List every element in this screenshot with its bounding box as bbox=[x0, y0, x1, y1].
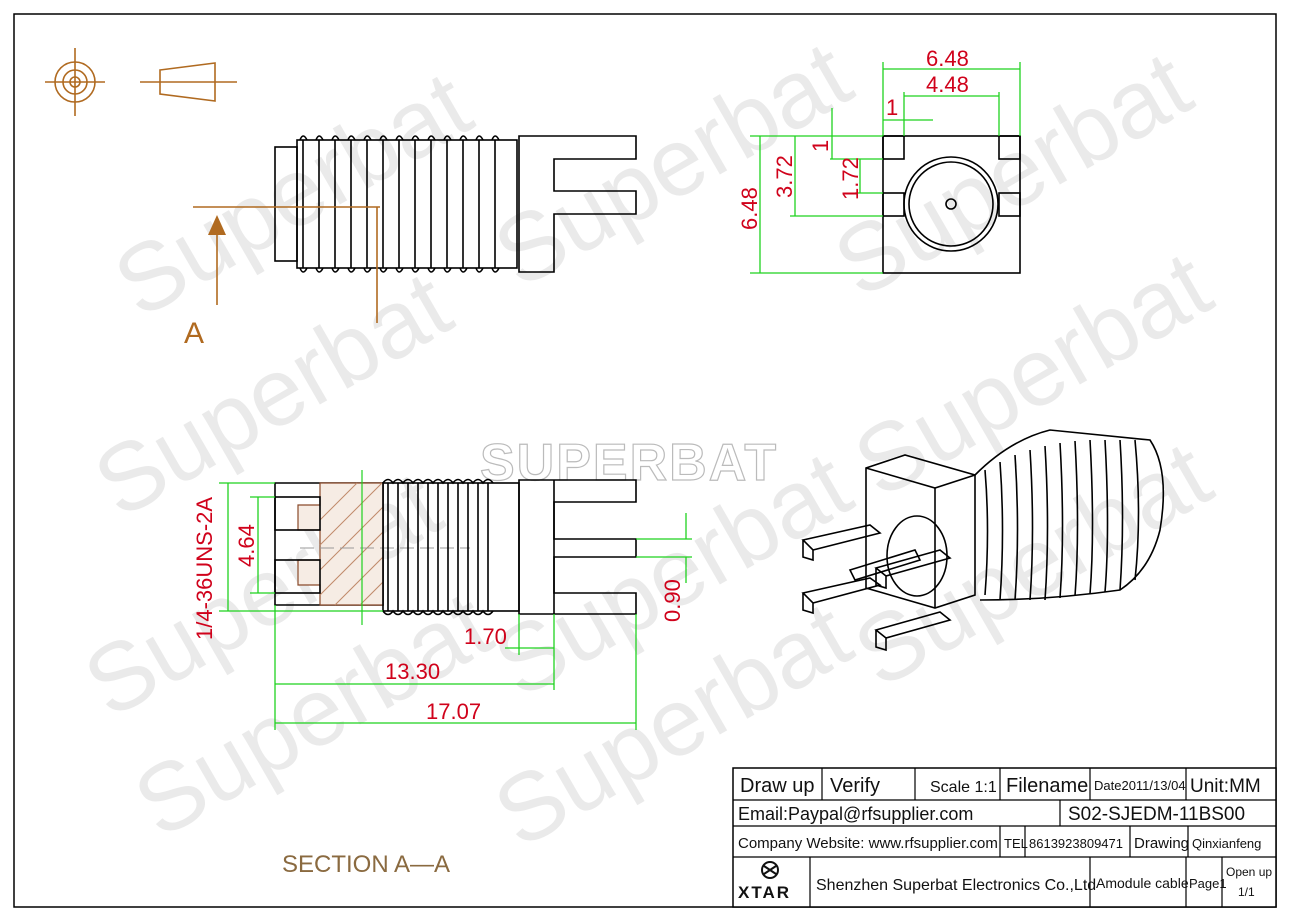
sheet-border bbox=[13, 13, 1277, 908]
dim-body: 13.30 bbox=[385, 659, 440, 684]
side-view: A bbox=[184, 135, 637, 350]
isometric-view bbox=[801, 429, 1165, 652]
section-marker: A bbox=[184, 317, 204, 350]
section-view: 1/4-36UNS-2A 4.64 0.90 1.70 13.30 17.07 … bbox=[192, 470, 692, 878]
tb-date: Date2011/13/04 bbox=[1094, 778, 1186, 793]
dim-pad: 1 bbox=[886, 95, 898, 120]
title-block: Draw up Verify Scale 1:1 Filename Date20… bbox=[732, 767, 1277, 908]
tb-product: Amodule cable bbox=[1096, 875, 1189, 891]
dim-h2: 3.72 bbox=[772, 155, 797, 198]
tb-email: Email:Paypal@rfsupplier.com bbox=[738, 804, 973, 824]
dim-h4: 1.72 bbox=[838, 157, 863, 200]
dim-bore: 4.64 bbox=[234, 524, 259, 567]
tb-tel-label: TEL bbox=[1004, 836, 1028, 851]
dim-flange: 1.70 bbox=[464, 624, 507, 649]
dim-width-inner: 4.48 bbox=[926, 72, 969, 97]
dim-width-outer: 6.48 bbox=[926, 46, 969, 71]
tb-draw-up: Draw up bbox=[740, 775, 814, 797]
tb-website: Company Website: www.rfsupplier.com bbox=[738, 835, 998, 852]
watermark-superbat: SUPERBAT bbox=[480, 434, 778, 492]
dim-total: 17.07 bbox=[426, 699, 481, 724]
tb-unit: Unit:MM bbox=[1190, 776, 1261, 797]
end-view: 6.48 4.48 1 6.48 3.72 1 1.72 bbox=[737, 46, 1021, 274]
tb-scale: Scale 1:1 bbox=[930, 779, 997, 796]
dim-pin: 0.90 bbox=[660, 579, 685, 622]
tb-logo-text: XTAR bbox=[738, 883, 791, 902]
section-label: SECTION A—A bbox=[282, 851, 450, 878]
tb-verify: Verify bbox=[830, 775, 880, 797]
tb-company: Shenzhen Superbat Electronics Co.,Ltd bbox=[816, 877, 1096, 894]
dim-h3: 1 bbox=[808, 140, 833, 152]
tb-page: Page1 bbox=[1189, 876, 1227, 891]
watermark: Superbat bbox=[477, 21, 868, 308]
xtar-logo-icon bbox=[761, 861, 779, 879]
tb-part-no: S02-SJEDM-11BS00 bbox=[1068, 804, 1245, 825]
tb-open-up: Open up bbox=[1226, 865, 1272, 879]
f-flange bbox=[518, 135, 637, 273]
tb-tel: 8613923809471 bbox=[1029, 836, 1123, 851]
dim-height: 6.48 bbox=[737, 187, 762, 230]
tb-open-up-value: 1/1 bbox=[1238, 885, 1255, 899]
tb-drawing-label: Drawing bbox=[1134, 835, 1189, 852]
projection-symbol-icon bbox=[45, 48, 237, 116]
thread-body bbox=[296, 135, 518, 273]
watermarks: Superbat Superbat Superbat Superbat Supe… bbox=[67, 21, 1228, 868]
thread-label: 1/4-36UNS-2A bbox=[192, 497, 217, 640]
tb-drawer: Qinxianfeng bbox=[1192, 836, 1261, 851]
tb-filename: Filename bbox=[1006, 775, 1088, 797]
